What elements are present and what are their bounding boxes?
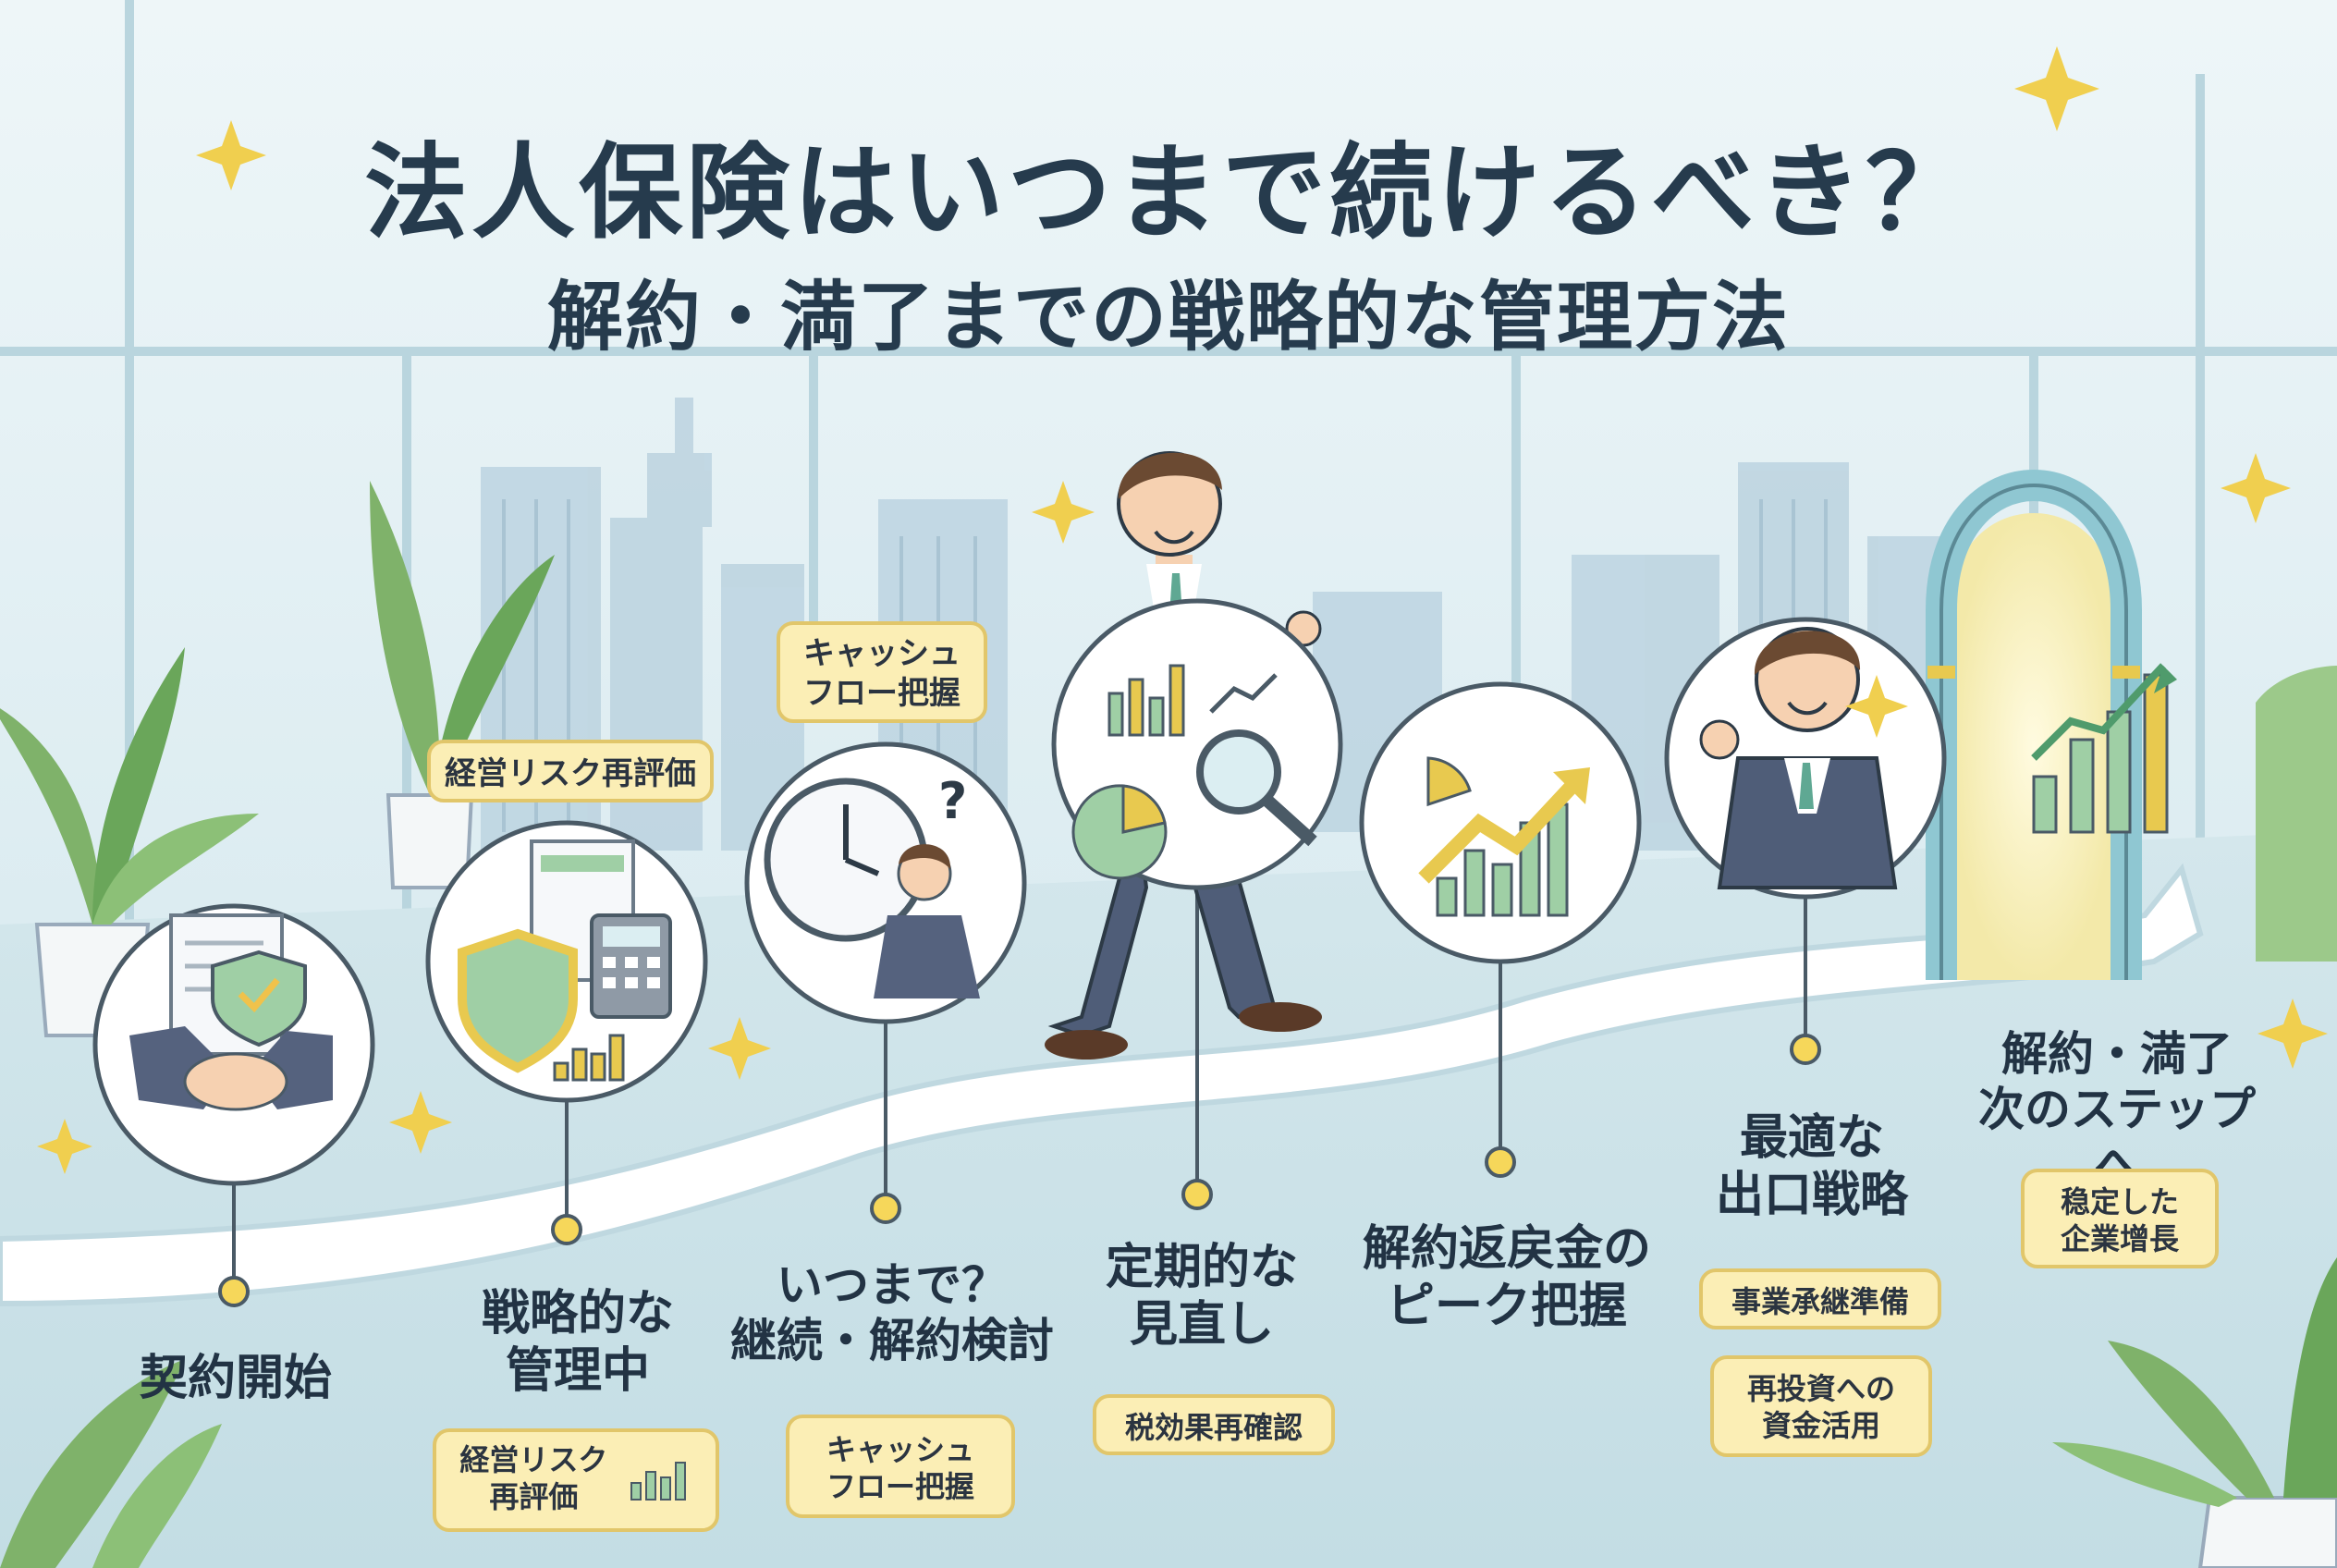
step-circle-2 xyxy=(425,820,708,1103)
tag-cashflow-top: キャッシュ フロー把握 xyxy=(777,621,987,723)
step-circle-6 xyxy=(1664,617,1947,900)
label-line-1: 解約・満了 xyxy=(2001,1027,2233,1081)
step-label-managing: 戦略的な 管理中 xyxy=(444,1285,712,1401)
tag-text: 税効果再確認 xyxy=(1124,1410,1303,1445)
arch-doorway xyxy=(1926,470,2177,980)
tag-line-1: 稳定した xyxy=(2060,1184,2179,1219)
tag-line-2: 再評価 xyxy=(489,1479,579,1514)
label-line-1: 定期的な xyxy=(1105,1240,1298,1295)
page-subtitle: 解約・満了までの戦略的な管理方法 xyxy=(546,274,1790,361)
step-circle-4 xyxy=(1051,598,1343,890)
step-label-exit-strategy: 最適な 出口戦略 xyxy=(1701,1109,1923,1225)
bush-right xyxy=(2256,666,2337,962)
tag-line-2: フロー把握 xyxy=(826,1469,974,1504)
step-label-surrender-peak: 解約返戻金の ピーク把握 xyxy=(1350,1220,1664,1336)
sparkle-icons xyxy=(37,46,2328,1174)
tag-cashflow-bottom: キャッシュ フロー把握 xyxy=(786,1415,1015,1518)
tag-stable-growth: 稳定した 企業增長 xyxy=(2021,1169,2219,1268)
tag-text: 事業承継準備 xyxy=(1731,1284,1909,1319)
step-circle-5 xyxy=(1359,681,1642,964)
tag-succession: 事業承継準備 xyxy=(1699,1268,1941,1329)
label-line-2: 見直し xyxy=(1129,1297,1274,1354)
journey-path xyxy=(0,863,2204,1307)
step-circle-3: ? xyxy=(744,741,1027,1024)
tag-risk-reassess-bottom: 経営リスク 再評価 xyxy=(433,1428,719,1532)
label-line-2: 管理中 xyxy=(505,1343,650,1400)
svg-text:?: ? xyxy=(938,772,967,830)
label-line-2: 出口戦略 xyxy=(1715,1168,1908,1224)
tag-tax-effect: 税効果再確認 xyxy=(1093,1394,1335,1455)
step-label-regular-review: 定期的な 見直し xyxy=(1082,1239,1322,1354)
tag-line-1: キャッシュ xyxy=(803,635,960,672)
tag-line-2: フロー把握 xyxy=(803,674,960,712)
label-line-1: 解約返戻金の xyxy=(1362,1221,1651,1277)
label-line-1: 最適な xyxy=(1739,1110,1884,1166)
label-line-1: 戦略的な xyxy=(481,1286,674,1341)
label-line-2: 継続・解約検討 xyxy=(730,1314,1054,1367)
tag-line-2: 資金活用 xyxy=(1761,1408,1880,1443)
tag-line-2: 企業增長 xyxy=(2060,1221,2179,1256)
step-label-until-when: いつまで？ 継続・解約検討 xyxy=(721,1257,1063,1368)
plant-bottom-right xyxy=(2052,1257,2337,1568)
page-title: 法人保険はいつまで続けるべき？ xyxy=(364,133,1973,253)
step-circle-1 xyxy=(92,903,375,1186)
step-label-next-step: 解約・満了 次のステップへ xyxy=(1960,1026,2274,1193)
step-label-contract-start: 契約開始 xyxy=(120,1350,351,1407)
plant-bottom-left xyxy=(0,1359,222,1568)
tag-line-1: 再投資への xyxy=(1746,1371,1895,1406)
tag-line-1: 経営リスク xyxy=(459,1442,608,1477)
tag-reinvest: 再投資への 資金活用 xyxy=(1710,1355,1932,1457)
label-line-1: いつまで？ xyxy=(777,1258,1008,1312)
tag-text: 経営リスク再評価 xyxy=(445,755,696,792)
tag-risk-reassess-top: 経営リスク再評価 xyxy=(427,740,714,802)
tag-line-1: キャッシュ xyxy=(826,1432,974,1467)
step-label-text: 契約開始 xyxy=(139,1351,332,1406)
bar-chart-icon xyxy=(630,1462,686,1501)
potted-plant-left xyxy=(0,647,259,1037)
potted-plant-mid xyxy=(370,481,555,889)
label-line-2: ピーク把握 xyxy=(1386,1279,1627,1335)
